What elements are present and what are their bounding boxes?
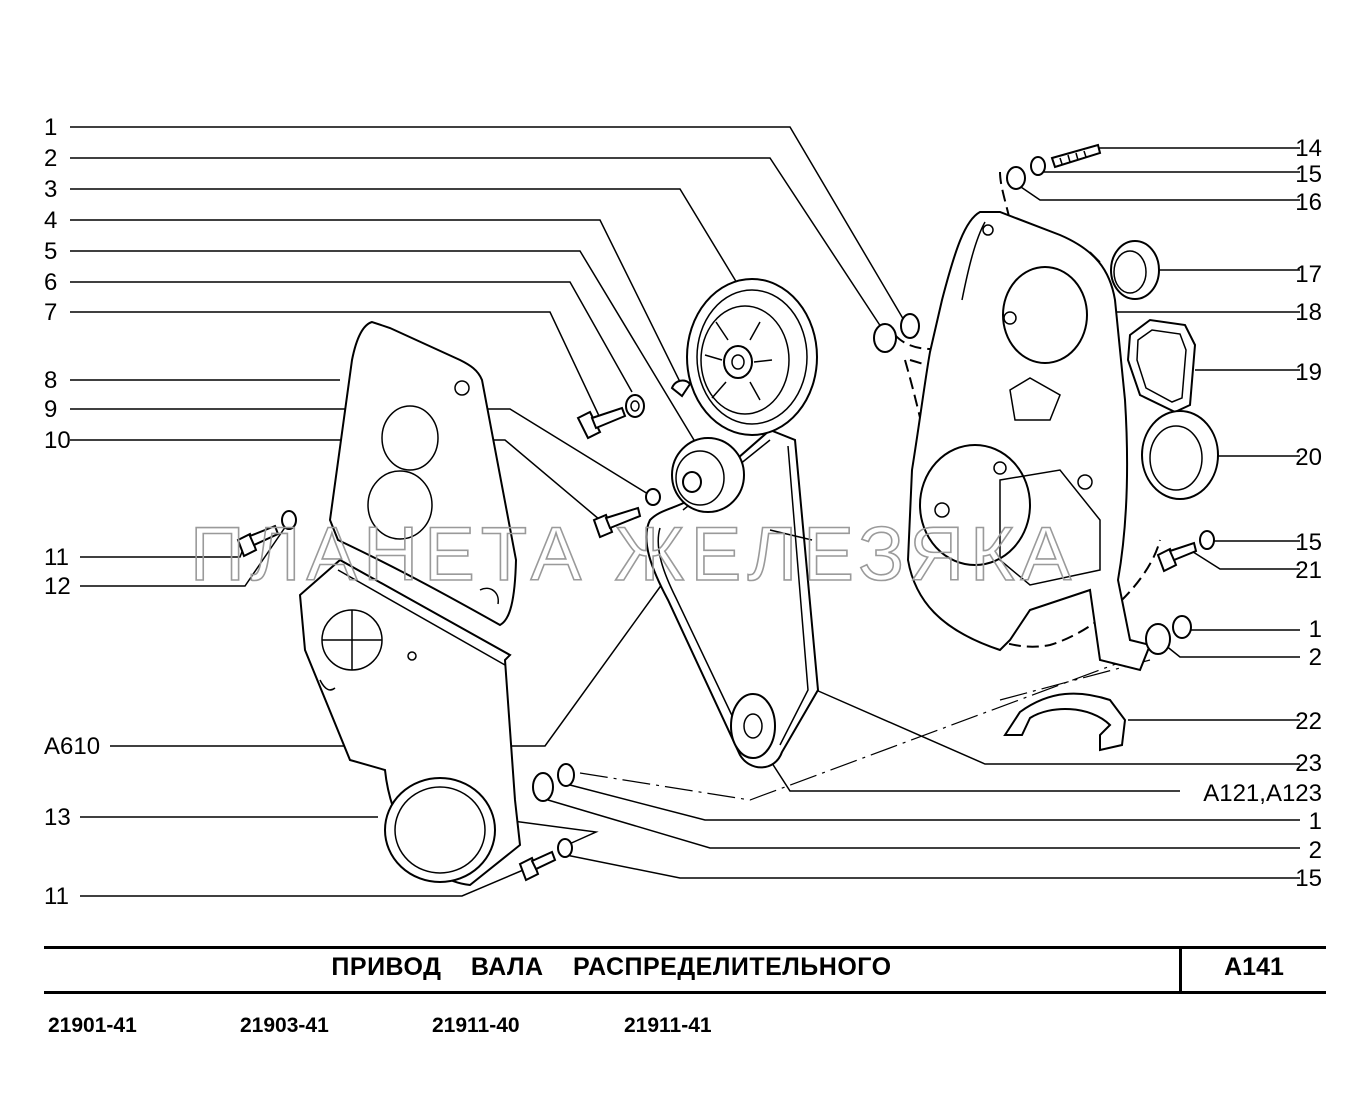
callout-right-22: 22 [1295,708,1322,735]
callout-left-5: 5 [44,238,57,265]
tensioner-roller [671,437,745,513]
callout-left-3: 3 [44,176,57,203]
callout-left-8: 8 [44,367,57,394]
nut-2-lower [557,763,575,787]
drawing-title: ПРИВОД ВАЛА РАСПРЕДЕЛИТЕЛЬНОГО [331,953,892,981]
washer-6-hole [630,400,640,412]
callout-left-6: 6 [44,269,57,296]
gasket-19 [1126,318,1197,414]
parts-diagram: 1 2 3 4 5 6 7 8 9 10 11 12 A610 13 11 1 4… [44,114,1322,910]
callout-left-13: 13 [44,804,71,831]
callout-right-a121: A121,A123 [1203,780,1322,807]
camshaft-pulley [686,278,818,436]
model-code-3: 21911-40 [432,1014,520,1037]
callout-right-15b: 15 [1295,529,1322,556]
washer-9 [645,488,661,506]
rear-timing-cover [906,211,1152,672]
callout-left-12: 12 [44,573,71,600]
left-callouts: 1 2 3 4 5 6 7 8 9 10 11 12 A610 13 11 [44,114,100,910]
nut-2-upper [900,313,920,339]
nut-16 [1006,166,1026,190]
model-code-4: 21911-41 [624,1014,712,1037]
washer-15-lower [557,838,573,858]
title-block: ПРИВОД ВАЛА РАСПРЕДЕЛИТЕЛЬНОГО A141 [44,946,1326,994]
callout-right-1b: 1 [1309,808,1322,835]
callout-right-17: 17 [1295,261,1322,288]
spacer-1-upper [873,323,897,353]
oil-seal-17 [1110,240,1160,300]
watermark: ПЛАНЕТА ЖЕЛЕЗЯКА [190,512,1077,597]
washer-6 [625,394,645,418]
bolt-21 [1156,541,1198,573]
washer-15-right [1199,530,1215,550]
bolt-11-upper [236,524,280,558]
callout-right-2: 2 [1309,644,1322,671]
callout-left-a610: A610 [44,733,100,760]
crankshaft-pulley [730,693,776,759]
title-divider [1179,949,1182,991]
seal-20 [1141,410,1219,500]
callout-right-15: 15 [1295,161,1322,188]
model-code-2: 21903-41 [240,1014,329,1037]
page-code: A141 [1224,953,1284,981]
callout-right-20: 20 [1295,444,1322,471]
callout-right-2b: 2 [1309,837,1322,864]
callout-left-11: 11 [44,544,69,571]
callout-left-7: 7 [44,299,57,326]
callout-left-2: 2 [44,145,57,172]
washer-12 [281,510,297,530]
callout-right-21: 21 [1295,557,1322,584]
lower-timing-cover [298,558,522,887]
bolt-10 [592,506,642,539]
callout-right-1: 1 [1309,616,1322,643]
callout-left-4: 4 [44,207,57,234]
callout-left-1: 1 [44,114,57,141]
callout-left-11b: 11 [44,883,69,910]
model-code-1: 21901-41 [48,1014,137,1037]
right-callouts: 14 15 16 17 18 19 20 15 21 1 2 22 23 A12… [1203,135,1322,892]
callout-right-19: 19 [1295,359,1322,386]
spacer-2-right [1145,623,1171,655]
nut-1-right [1172,615,1192,639]
callout-right-16: 16 [1295,189,1322,216]
bolt-7 [576,406,627,440]
upper-timing-cover [328,320,518,627]
callout-left-10: 10 [44,427,71,454]
washer-15-top [1030,156,1046,176]
bolt-11-lower [518,850,557,882]
callout-left-9: 9 [44,396,57,423]
woodruff-key [670,379,692,398]
spacer-1-lower [532,772,554,802]
stud-14 [1050,143,1102,169]
bracket-22 [1003,692,1127,752]
